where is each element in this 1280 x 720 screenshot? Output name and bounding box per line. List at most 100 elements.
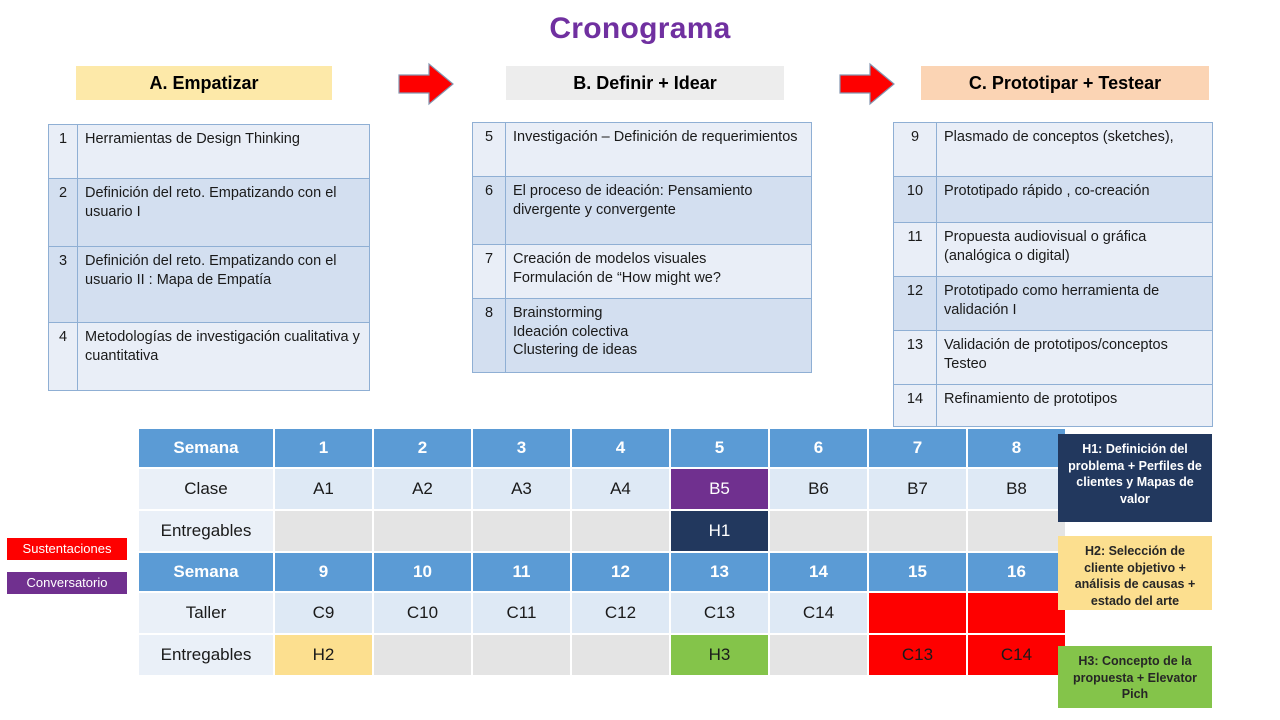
- schedule-week-header-row: Semana 9 10 11 12 13 14 15 16: [139, 553, 1065, 591]
- week-header-cell: 13: [671, 553, 768, 591]
- topic-number: 10: [893, 176, 937, 223]
- arrow-right-icon: [838, 61, 896, 107]
- topic-text: Herramientas de Design Thinking: [77, 124, 370, 179]
- week-header-cell: 9: [275, 553, 372, 591]
- schedule-cell: B6: [770, 469, 867, 509]
- legend-conversatorio: Conversatorio: [7, 572, 127, 594]
- hito-note-h1: H1: Definición del problema + Perfiles d…: [1058, 434, 1212, 522]
- row-label-taller: Taller: [139, 593, 273, 633]
- schedule-cell: C9: [275, 593, 372, 633]
- topic-number: 7: [472, 244, 506, 299]
- table-row: 1 Herramientas de Design Thinking: [48, 124, 370, 179]
- row-label-clase: Clase: [139, 469, 273, 509]
- schedule-row-entregables: Entregables H1: [139, 511, 1065, 551]
- phase-banner-prototipar-testear: C. Prototipar + Testear: [921, 66, 1209, 100]
- table-row: 12 Prototipado como herramienta de valid…: [893, 276, 1213, 331]
- topic-number: 6: [472, 176, 506, 245]
- schedule-cell: [572, 511, 669, 551]
- table-row: 10 Prototipado rápido , co-creación: [893, 176, 1213, 223]
- schedule-cell: [275, 511, 372, 551]
- schedule-cell: [473, 511, 570, 551]
- phase-banner-definir-idear: B. Definir + Idear: [506, 66, 784, 100]
- topic-number: 4: [48, 322, 78, 391]
- topic-text: Propuesta audiovisual o gráfica (analógi…: [936, 222, 1213, 277]
- schedule-week-header-row: Semana 1 2 3 4 5 6 7 8: [139, 429, 1065, 467]
- topic-text: Brainstorming Ideación colectiva Cluster…: [505, 298, 812, 373]
- schedule-cell: B8: [968, 469, 1065, 509]
- week-header-cell: 4: [572, 429, 669, 467]
- schedule-cell: [770, 511, 867, 551]
- topic-text: Prototipado como herramienta de validaci…: [936, 276, 1213, 331]
- week-header-cell: 7: [869, 429, 966, 467]
- schedule-cell-hito-h1: H1: [671, 511, 768, 551]
- schedule-cell: A4: [572, 469, 669, 509]
- table-row: 3 Definición del reto. Empatizando con e…: [48, 246, 370, 323]
- topic-text: Validación de prototipos/conceptos Teste…: [936, 330, 1213, 385]
- week-header-cell: 15: [869, 553, 966, 591]
- table-row: 5 Investigación – Definición de requerim…: [472, 122, 812, 177]
- topic-number: 14: [893, 384, 937, 427]
- schedule-cell-sustentacion: C13: [869, 635, 966, 675]
- schedule-cell-hito-h3: H3: [671, 635, 768, 675]
- schedule-cell: A3: [473, 469, 570, 509]
- week-header-cell: 2: [374, 429, 471, 467]
- schedule-cell: C14: [770, 593, 867, 633]
- week-header-label: Semana: [139, 429, 273, 467]
- schedule-cell: [770, 635, 867, 675]
- table-row: 6 El proceso de ideación: Pensamiento di…: [472, 176, 812, 245]
- topic-text: Plasmado de conceptos (sketches),: [936, 122, 1213, 177]
- topic-number: 5: [472, 122, 506, 177]
- topic-number: 13: [893, 330, 937, 385]
- schedule-cell: [473, 635, 570, 675]
- hito-note-h3: H3: Concepto de la propuesta + Elevator …: [1058, 646, 1212, 708]
- schedule-cell-sustentacion: [869, 593, 966, 633]
- schedule-row-clase: Clase A1 A2 A3 A4 B5 B6 B7 B8: [139, 469, 1065, 509]
- topic-table-empatizar: 1 Herramientas de Design Thinking 2 Defi…: [48, 124, 370, 391]
- topic-text: Creación de modelos visuales Formulación…: [505, 244, 812, 299]
- topic-table-definir-idear: 5 Investigación – Definición de requerim…: [472, 122, 812, 373]
- topic-number: 3: [48, 246, 78, 323]
- schedule-cell-conversatorio: B5: [671, 469, 768, 509]
- topic-number: 8: [472, 298, 506, 373]
- table-row: 8 Brainstorming Ideación colectiva Clust…: [472, 298, 812, 373]
- table-row: 9 Plasmado de conceptos (sketches),: [893, 122, 1213, 177]
- week-header-cell: 8: [968, 429, 1065, 467]
- topic-text: El proceso de ideación: Pensamiento dive…: [505, 176, 812, 245]
- table-row: 4 Metodologías de investigación cualitat…: [48, 322, 370, 391]
- topic-number: 2: [48, 178, 78, 247]
- topic-number: 11: [893, 222, 937, 277]
- schedule-cell: [869, 511, 966, 551]
- schedule-cell: [572, 635, 669, 675]
- schedule-cell: [968, 511, 1065, 551]
- schedule-cell: A1: [275, 469, 372, 509]
- week-header-label: Semana: [139, 553, 273, 591]
- table-row: 11 Propuesta audiovisual o gráfica (anal…: [893, 222, 1213, 277]
- week-header-cell: 11: [473, 553, 570, 591]
- schedule-cell-sustentacion: C14: [968, 635, 1065, 675]
- table-row: 2 Definición del reto. Empatizando con e…: [48, 178, 370, 247]
- table-row: 14 Refinamiento de prototipos: [893, 384, 1213, 427]
- week-header-cell: 6: [770, 429, 867, 467]
- phase-banner-empatizar: A. Empatizar: [76, 66, 332, 100]
- topic-number: 12: [893, 276, 937, 331]
- topic-text: Definición del reto. Empatizando con el …: [77, 246, 370, 323]
- week-header-cell: 10: [374, 553, 471, 591]
- schedule-cell: C12: [572, 593, 669, 633]
- topic-number: 9: [893, 122, 937, 177]
- topic-table-prototipar-testear: 9 Plasmado de conceptos (sketches), 10 P…: [893, 122, 1213, 427]
- week-header-cell: 14: [770, 553, 867, 591]
- schedule-cell: [374, 511, 471, 551]
- legend-sustentaciones: Sustentaciones: [7, 538, 127, 560]
- schedule-cell: C13: [671, 593, 768, 633]
- schedule-table: Semana 1 2 3 4 5 6 7 8 Clase A1 A2 A3 A4…: [137, 427, 1067, 677]
- page-title: Cronograma: [549, 12, 731, 45]
- week-header-cell: 3: [473, 429, 570, 467]
- week-header-cell: 1: [275, 429, 372, 467]
- hito-note-h2: H2: Selección de cliente objetivo + anál…: [1058, 536, 1212, 610]
- schedule-cell-sustentacion: [968, 593, 1065, 633]
- table-row: 7 Creación de modelos visuales Formulaci…: [472, 244, 812, 299]
- week-header-cell: 5: [671, 429, 768, 467]
- topic-text: Refinamiento de prototipos: [936, 384, 1213, 427]
- week-header-cell: 16: [968, 553, 1065, 591]
- schedule-cell: C11: [473, 593, 570, 633]
